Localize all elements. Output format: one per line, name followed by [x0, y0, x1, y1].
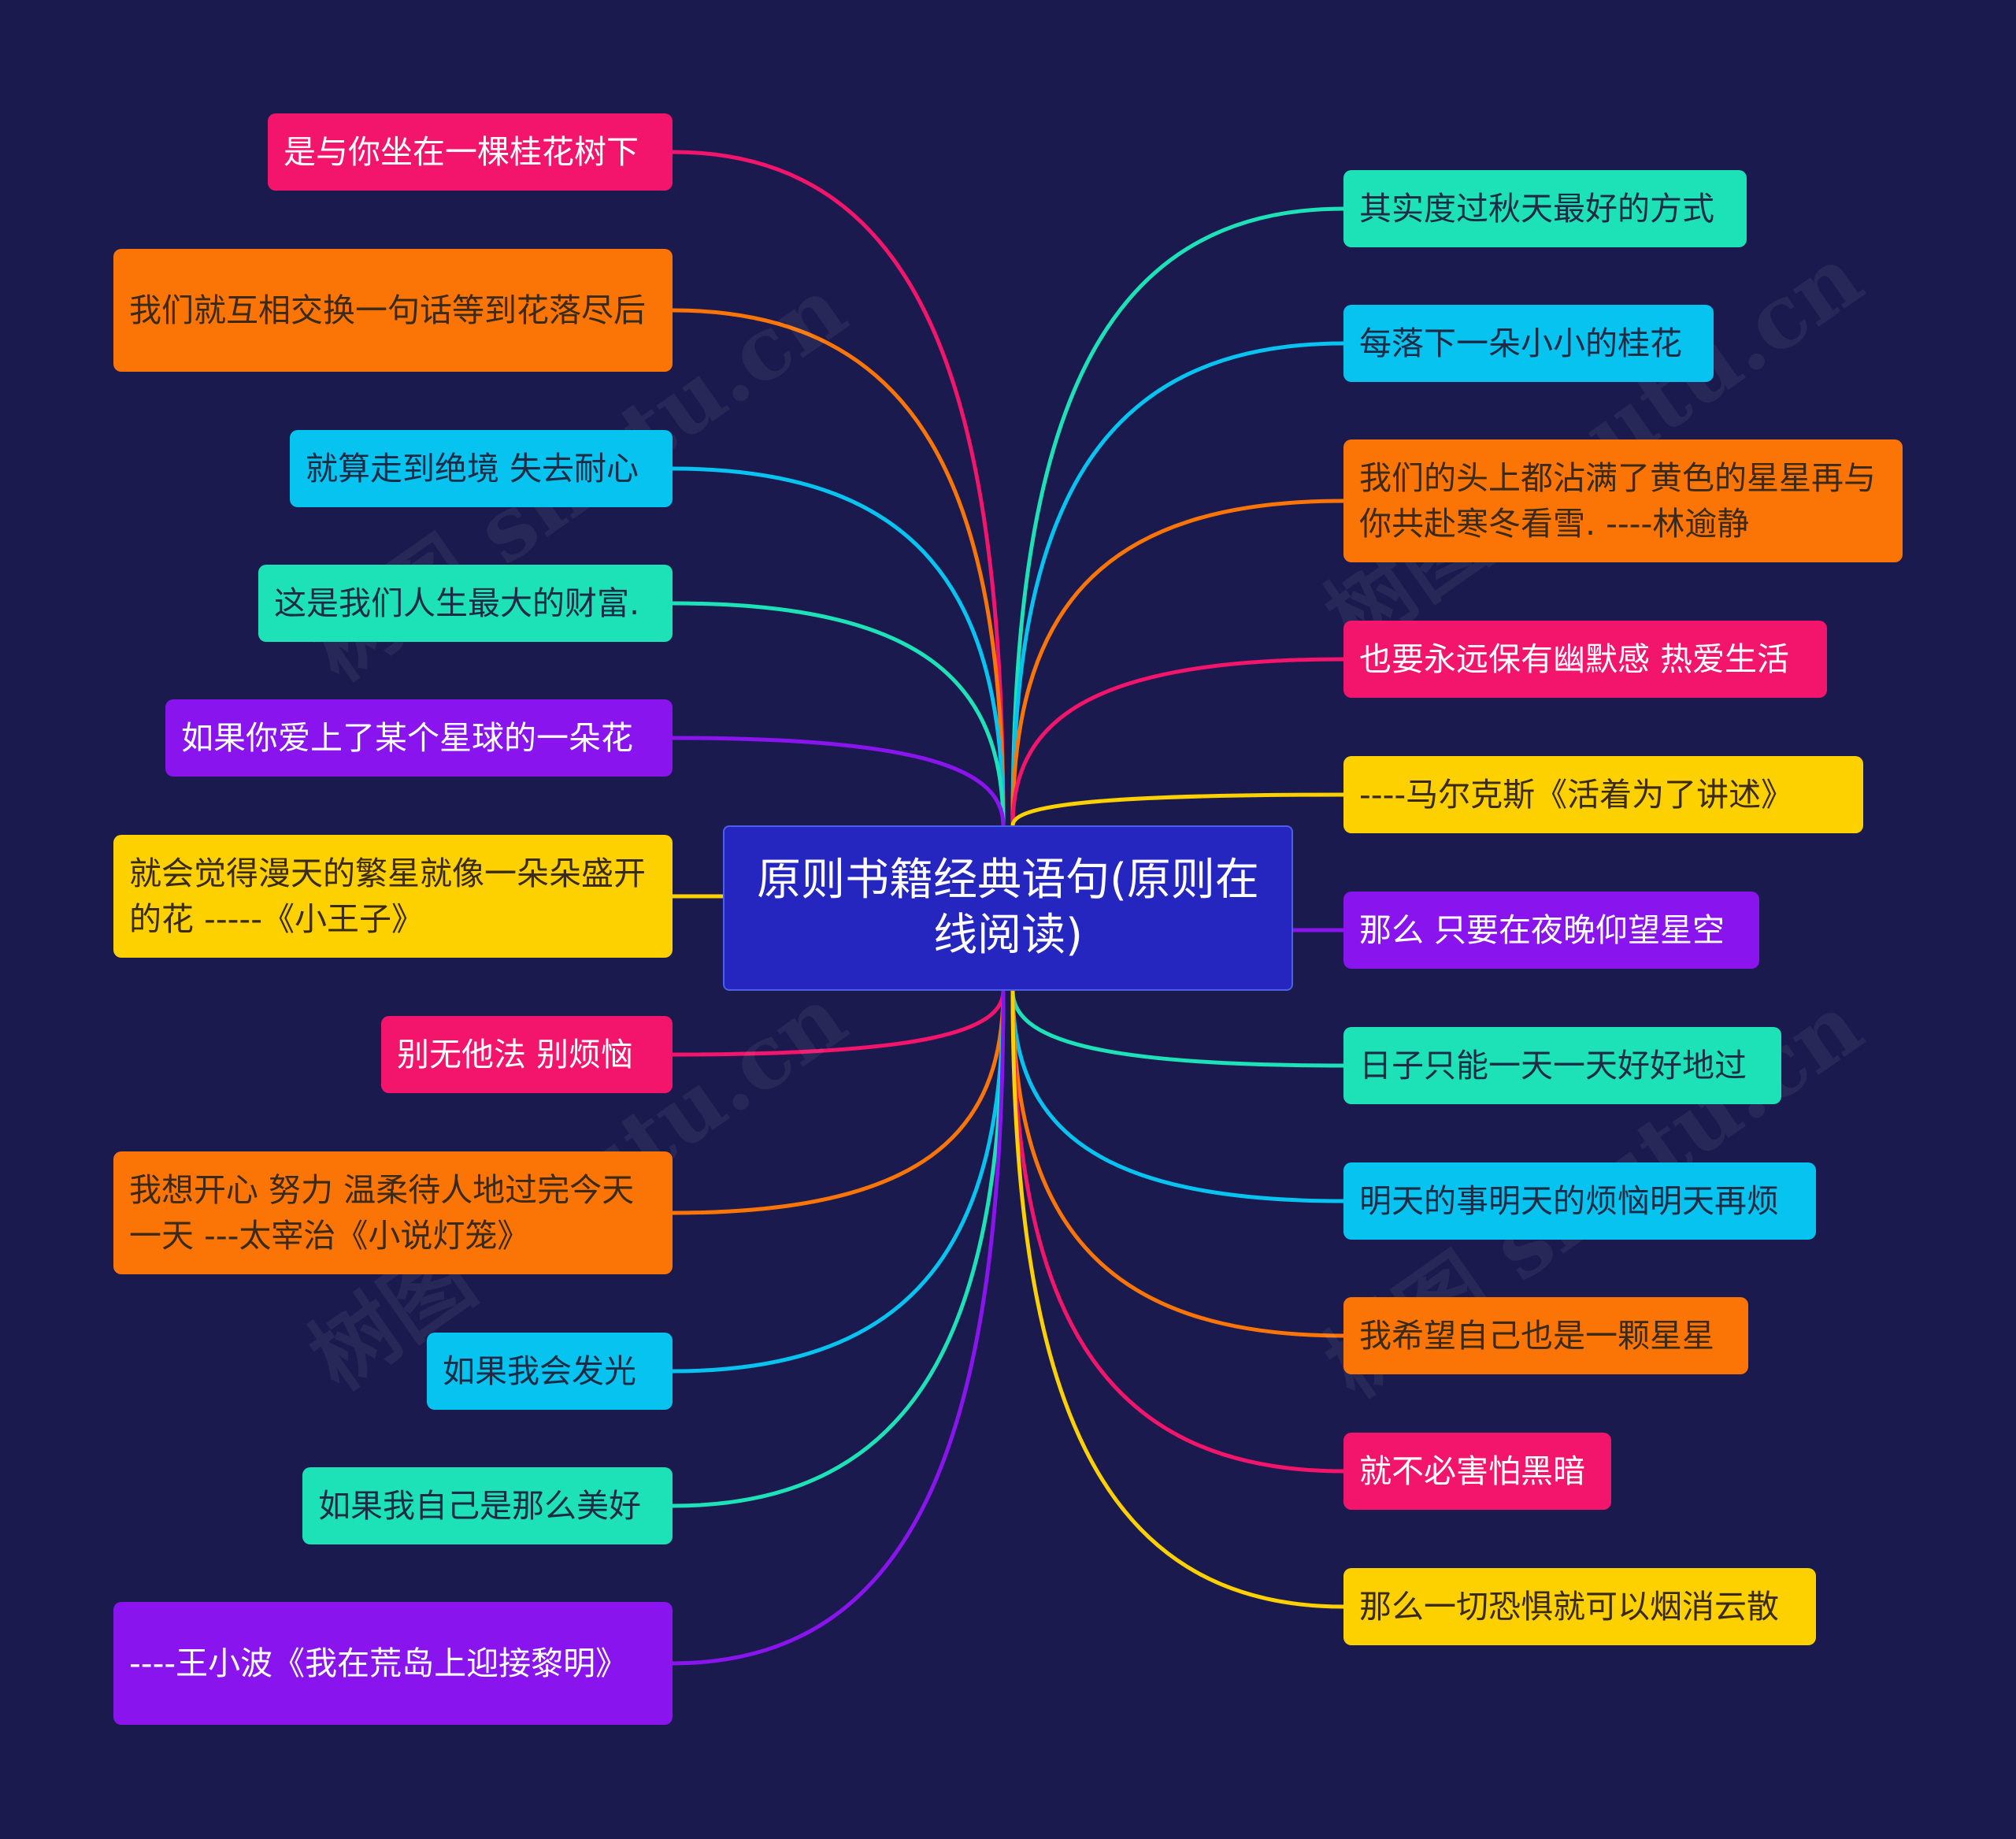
left-node-10[interactable]: 如果我自己是那么美好 — [302, 1467, 673, 1544]
left-connector-4 — [672, 601, 1006, 826]
node-label: 也要永远保有幽默感 热爱生活 — [1359, 640, 1790, 678]
right-node-6[interactable]: 那么 只要在夜晚仰望星空 — [1343, 892, 1759, 969]
right-node-1[interactable]: 其实度过秋天最好的方式 — [1343, 170, 1747, 247]
left-node-9[interactable]: 如果我会发光 — [427, 1333, 673, 1410]
node-label: 那么一切恐惧就可以烟消云散 — [1359, 1588, 1779, 1626]
left-connector-7 — [672, 990, 1006, 1057]
right-connector-4 — [1010, 657, 1344, 826]
node-label: 那么 只要在夜晚仰望星空 — [1359, 911, 1725, 949]
left-connector-11 — [672, 990, 1006, 1666]
node-label: 别无他法 别烦恼 — [397, 1036, 634, 1073]
node-label: 就算走到绝境 失去耐心 — [306, 450, 639, 488]
right-connector-8 — [1010, 990, 1344, 1203]
left-node-2[interactable]: 我们就互相交换一句话等到花落尽后 — [113, 249, 673, 372]
node-label: 就会觉得漫天的繁星就像一朵朵盛开的花 -----《小王子》 — [129, 855, 646, 938]
left-node-6[interactable]: 就会觉得漫天的繁星就像一朵朵盛开的花 -----《小王子》 — [113, 835, 673, 958]
right-connector-9 — [1010, 990, 1344, 1338]
central-topic-label: 原则书籍经典语句(原则在线阅读) — [757, 855, 1259, 961]
left-node-3[interactable]: 就算走到绝境 失去耐心 — [290, 430, 673, 507]
right-connector-3 — [1010, 499, 1344, 826]
right-connector-7 — [1010, 990, 1344, 1068]
node-label: ----马尔克斯《活着为了讲述》 — [1359, 776, 1794, 814]
right-connector-1 — [1010, 206, 1344, 826]
node-label: 明天的事明天的烦恼明天再烦 — [1359, 1182, 1779, 1220]
right-node-5[interactable]: ----马尔克斯《活着为了讲述》 — [1343, 756, 1863, 833]
right-node-4[interactable]: 也要永远保有幽默感 热爱生活 — [1343, 621, 1827, 698]
left-connector-9 — [672, 990, 1006, 1374]
right-node-8[interactable]: 明天的事明天的烦恼明天再烦 — [1343, 1162, 1816, 1240]
left-connector-8 — [672, 990, 1006, 1215]
right-connector-11 — [1010, 990, 1344, 1609]
left-node-8[interactable]: 我想开心 努力 温柔待人地过完今天一天 ---太宰治《小说灯笼》 — [113, 1151, 673, 1274]
left-node-5[interactable]: 如果你爱上了某个星球的一朵花 — [165, 699, 673, 777]
left-connector-10 — [672, 990, 1006, 1508]
node-label: 其实度过秋天最好的方式 — [1359, 190, 1714, 228]
central-topic[interactable]: 原则书籍经典语句(原则在线阅读) — [723, 825, 1293, 991]
left-connector-5 — [672, 736, 1006, 826]
node-label: 如果我会发光 — [443, 1352, 636, 1390]
node-label: 我们就互相交换一句话等到花落尽后 — [129, 291, 646, 329]
right-connector-10 — [1010, 990, 1344, 1474]
left-connector-2 — [672, 308, 1006, 826]
node-label: 如果你爱上了某个星球的一朵花 — [181, 719, 633, 757]
right-node-3[interactable]: 我们的头上都沾满了黄色的星星再与你共赴寒冬看雪. ----林逾静 — [1343, 439, 1903, 562]
left-node-11[interactable]: ----王小波《我在荒岛上迎接黎明》 — [113, 1602, 673, 1725]
left-node-4[interactable]: 这是我们人生最大的财富. — [258, 565, 673, 642]
node-label: 就不必害怕黑暗 — [1359, 1452, 1585, 1490]
right-node-10[interactable]: 就不必害怕黑暗 — [1343, 1433, 1611, 1510]
node-label: 我希望自己也是一颗星星 — [1359, 1317, 1714, 1355]
right-node-11[interactable]: 那么一切恐惧就可以烟消云散 — [1343, 1568, 1816, 1645]
left-node-7[interactable]: 别无他法 别烦恼 — [381, 1016, 673, 1093]
node-label: 如果我自己是那么美好 — [318, 1487, 641, 1525]
node-label: 日子只能一天一天好好地过 — [1359, 1047, 1747, 1084]
left-connector-3 — [672, 466, 1006, 826]
right-connector-2 — [1010, 341, 1344, 826]
right-connector-5 — [1010, 792, 1344, 826]
node-label: ----王小波《我在荒岛上迎接黎明》 — [129, 1644, 628, 1682]
left-node-1[interactable]: 是与你坐在一棵桂花树下 — [268, 113, 673, 191]
node-label: 我想开心 努力 温柔待人地过完今天一天 ---太宰治《小说灯笼》 — [129, 1171, 635, 1255]
node-label: 是与你坐在一棵桂花树下 — [284, 133, 639, 171]
right-node-7[interactable]: 日子只能一天一天好好地过 — [1343, 1027, 1781, 1104]
node-label: 我们的头上都沾满了黄色的星星再与你共赴寒冬看雪. ----林逾静 — [1359, 459, 1876, 543]
node-label: 每落下一朵小小的桂花 — [1359, 324, 1682, 362]
node-label: 这是我们人生最大的财富. — [274, 584, 640, 622]
right-node-9[interactable]: 我希望自己也是一颗星星 — [1343, 1297, 1748, 1374]
left-connector-1 — [672, 150, 1006, 826]
right-node-2[interactable]: 每落下一朵小小的桂花 — [1343, 305, 1714, 382]
